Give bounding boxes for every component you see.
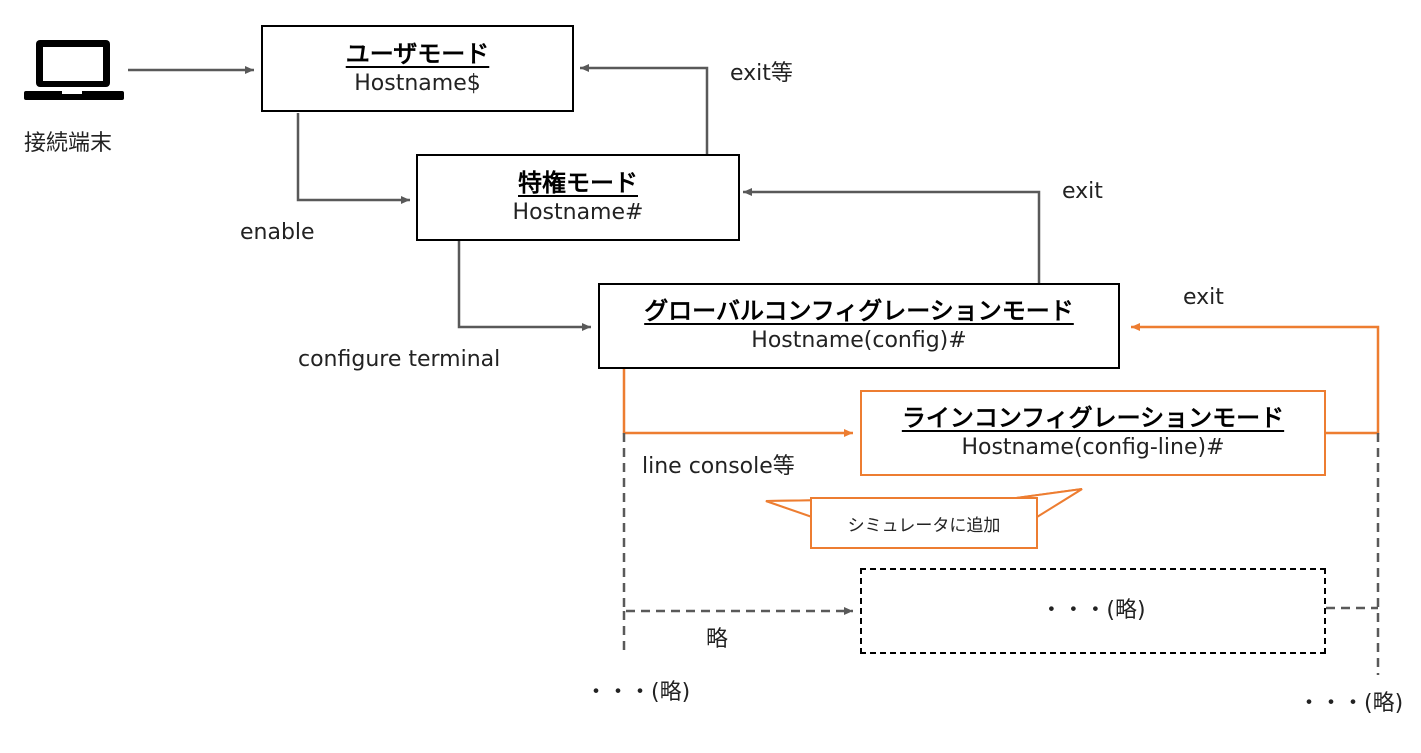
global-config-title: グローバルコンフィグレーションモード [644, 297, 1074, 325]
omitted-node: ・・・(略) [860, 568, 1326, 654]
edge-exit-to-priv [743, 188, 1041, 283]
user-mode-title: ユーザモード [345, 39, 490, 68]
line-config-title: ラインコンフィグレーションモード [901, 404, 1285, 432]
global-config-prompt: Hostname(config)# [751, 328, 967, 353]
label-exit-to-priv: exit [1062, 179, 1103, 204]
user-mode-prompt: Hostname$ [354, 70, 481, 96]
label-omitted-right: ・・・(略) [1298, 691, 1404, 716]
label-line-console: line console等 [642, 454, 795, 479]
user-mode-node: ユーザモード Hostname$ [261, 25, 574, 112]
global-config-node: グローバルコンフィグレーションモード Hostname(config)# [598, 283, 1120, 369]
priv-mode-prompt: Hostname# [512, 199, 644, 225]
label-exit-to-global: exit [1183, 285, 1224, 310]
line-config-prompt: Hostname(config-line)# [961, 435, 1225, 460]
label-enable: enable [240, 220, 315, 245]
terminal-label: 接続端末 [24, 131, 113, 156]
label-configure-terminal: configure terminal [298, 347, 501, 372]
omitted-node-text: ・・・(略) [1040, 598, 1146, 623]
label-omitted-left: ・・・(略) [585, 680, 691, 705]
line-config-node: ラインコンフィグレーションモード Hostname(config-line)# [860, 390, 1326, 476]
label-exit-to-user: exit等 [730, 61, 793, 86]
priv-mode-title: 特権モード [518, 168, 638, 197]
simulator-callout: シミュレータに追加 [810, 497, 1038, 549]
edge-enable [296, 113, 410, 204]
edge-abbrev [622, 433, 853, 615]
edge-configure-terminal [457, 241, 591, 331]
label-abbrev: 略 [706, 627, 729, 652]
priv-mode-node: 特権モード Hostname# [416, 154, 740, 241]
edge-exit-to-user [580, 64, 709, 155]
edge-exit-to-global [1131, 323, 1380, 435]
edge-line-console [622, 369, 853, 437]
laptop-icon [24, 40, 124, 100]
